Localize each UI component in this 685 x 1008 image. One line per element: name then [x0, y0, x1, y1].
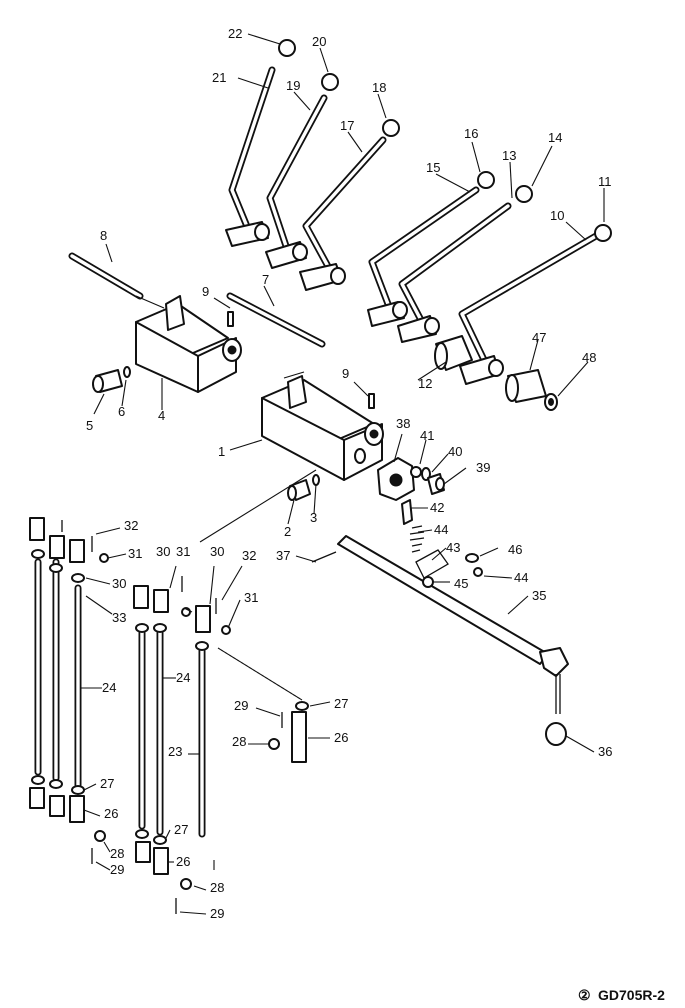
drawing-code-text: GD705R-2 — [598, 987, 665, 1003]
callout-8: 8 — [100, 228, 107, 243]
leader-lines — [80, 33, 605, 915]
callout-19: 19 — [286, 78, 300, 93]
callout-35: 36 — [598, 744, 612, 759]
callout-28-left: 28 — [110, 846, 124, 861]
callout-17: 17 — [340, 118, 354, 133]
callout-39: 40 — [448, 444, 462, 459]
bracket-lower — [261, 375, 384, 481]
pin-9-lower — [368, 393, 375, 409]
callout-42: 43 — [446, 540, 460, 555]
callout-5: 5 — [86, 418, 93, 433]
callout-37: 38 — [396, 416, 410, 431]
callout-15: 15 — [426, 160, 440, 175]
callout-41: 42 — [430, 500, 444, 515]
callout-26-mid: 26 — [176, 854, 190, 869]
callout-44: 45 — [454, 576, 468, 591]
rod-assemblies — [29, 517, 309, 914]
callout-29-left: 29 — [110, 862, 124, 877]
drawing-code-symbol: ② — [578, 987, 591, 1003]
callout-21: 21 — [212, 70, 226, 85]
callout-30-mid: 30 — [156, 544, 170, 559]
callout-38: 39 — [476, 460, 490, 475]
callout-2: 2 — [284, 524, 291, 539]
callout-31-left: 31 — [128, 546, 142, 561]
callout-10: 10 — [550, 208, 564, 223]
callout-22: 22 — [228, 26, 242, 41]
callout-30-left: 30 — [112, 576, 126, 591]
callout-27-left: 27 — [100, 776, 114, 791]
callout-1: 1 — [218, 444, 225, 459]
callout-14: 14 — [548, 130, 562, 145]
bolt-5 — [92, 366, 131, 393]
callout-9-lower: 9 — [342, 366, 349, 381]
cam-plate — [377, 457, 445, 501]
callout-3: 3 — [310, 510, 317, 525]
callout-34: 35 — [532, 588, 546, 603]
callout-48: 48 — [582, 350, 596, 365]
callout-26-right: 26 — [334, 730, 348, 745]
callout-13: 13 — [502, 148, 516, 163]
callout-43: 44 — [434, 522, 448, 537]
callout-labels: 22 20 21 19 18 17 16 15 13 14 11 10 8 9 … — [86, 26, 612, 921]
pin-9-upper — [227, 311, 234, 327]
bracket-upper — [135, 295, 242, 393]
link-arm — [311, 499, 569, 746]
callout-26-left: 26 — [104, 806, 118, 821]
bolt-2 — [287, 474, 320, 501]
callout-32-left: 32 — [124, 518, 138, 533]
callout-33: 33 — [112, 610, 126, 625]
callout-16: 16 — [464, 126, 478, 141]
callout-23: 23 — [168, 744, 182, 759]
callout-27-mid: 27 — [174, 822, 188, 837]
callout-36: 37 — [276, 548, 290, 563]
control-levers — [225, 39, 612, 411]
callout-27-right: 27 — [334, 696, 348, 711]
callout-24-mid: 24 — [176, 670, 190, 685]
callout-24-left: 24 — [102, 680, 116, 695]
callout-29-right: 29 — [234, 698, 248, 713]
callout-28-right: 28 — [232, 734, 246, 749]
drawing-code: ② GD705R-2 — [578, 987, 665, 1003]
callout-30-right: 30 — [210, 544, 224, 559]
callout-40: 41 — [420, 428, 434, 443]
callout-45: 44 — [514, 570, 528, 585]
callout-4: 4 — [158, 408, 165, 423]
callout-12: 12 — [418, 376, 432, 391]
callout-18: 18 — [372, 80, 386, 95]
callout-7: 7 — [262, 272, 269, 287]
callout-32-right: 32 — [242, 548, 256, 563]
callout-9-upper: 9 — [202, 284, 209, 299]
callout-31-right: 31 — [244, 590, 258, 605]
callout-11: 11 — [598, 174, 612, 189]
callout-20: 20 — [312, 34, 326, 49]
callout-6: 6 — [118, 404, 125, 419]
callout-29-mid: 29 — [210, 906, 224, 921]
callout-31-mid: 31 — [176, 544, 190, 559]
callout-28-mid: 28 — [210, 880, 224, 895]
callout-47: 47 — [532, 330, 546, 345]
shafts — [68, 252, 326, 348]
callout-46: 46 — [508, 542, 522, 557]
